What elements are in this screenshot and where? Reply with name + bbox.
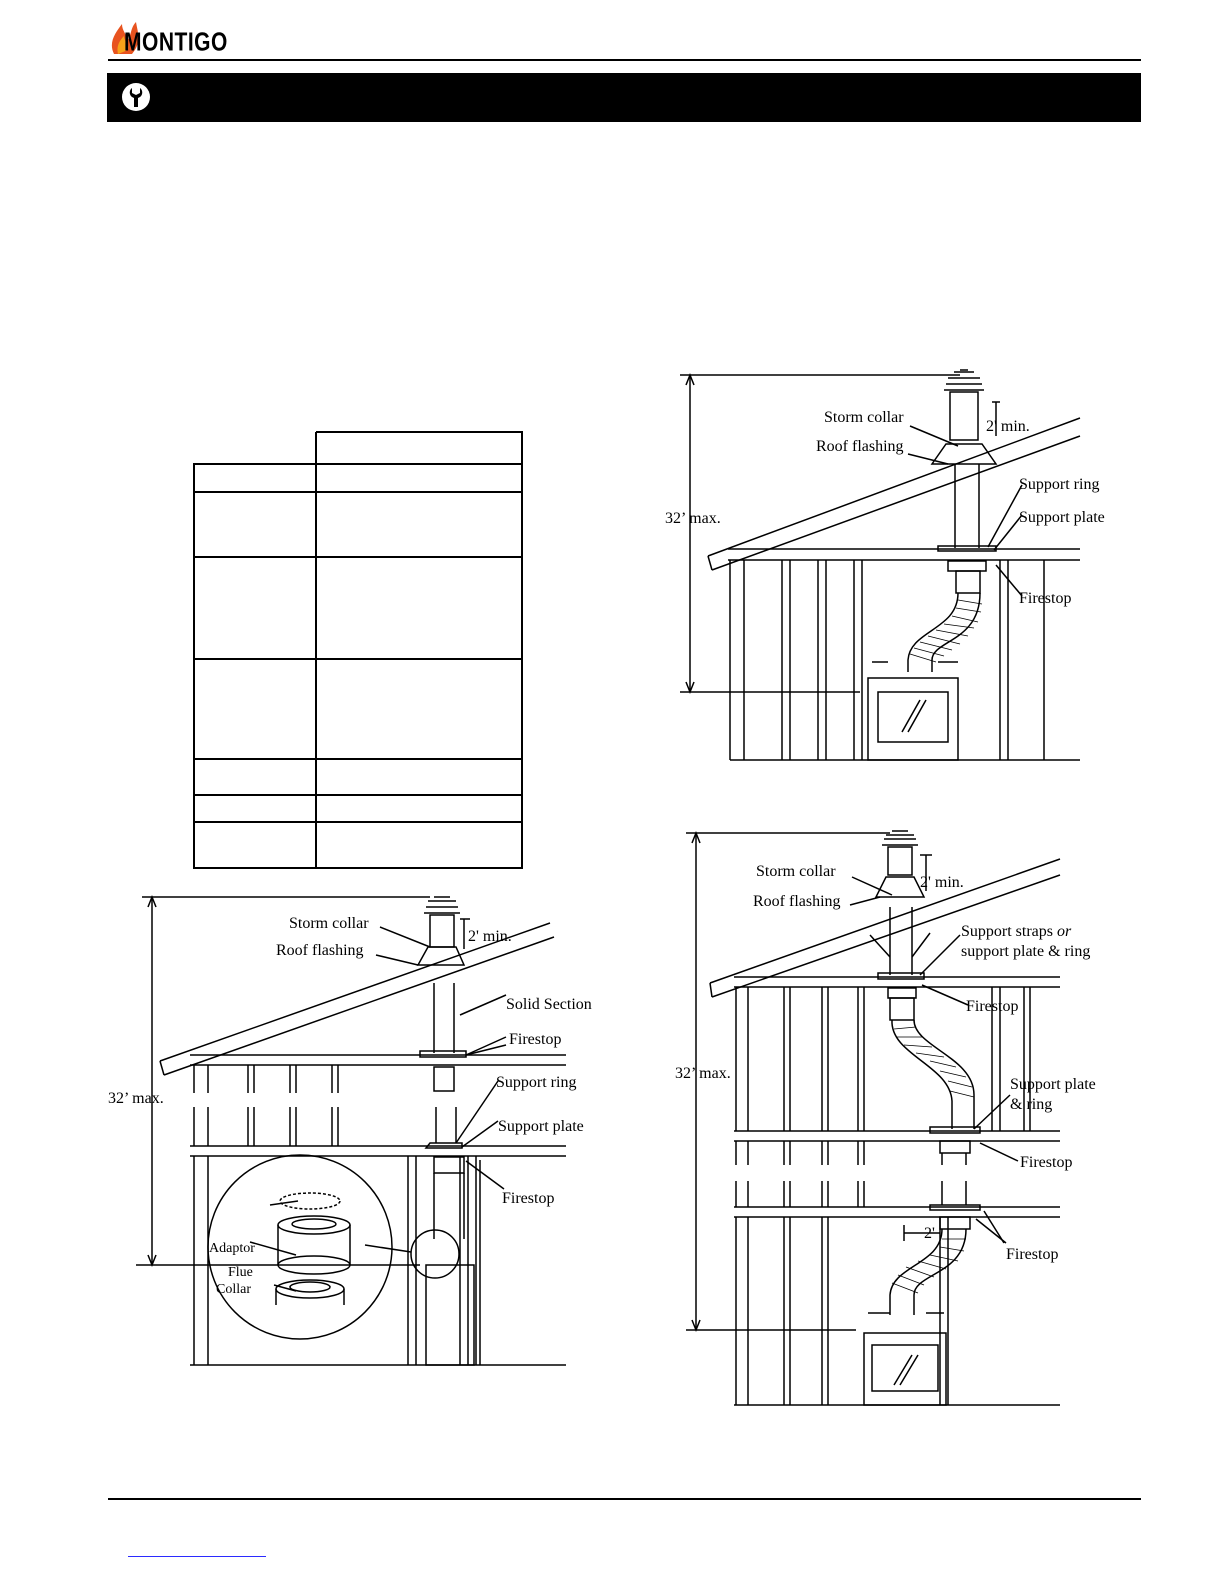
flue-collar-label-line1: Flue xyxy=(228,1265,253,1280)
figure-bottom-left: 32’ max. Storm collar Roof flashing 2' m… xyxy=(108,894,592,1366)
roof-flashing-label: Roof flashing xyxy=(816,438,904,455)
section-banner xyxy=(107,73,1141,122)
min-clearance-label: 2' min. xyxy=(986,418,1030,435)
firestop-bottom-label: Firestop xyxy=(502,1190,554,1207)
footer-link-underline[interactable] xyxy=(128,1556,266,1557)
brand-name: MONTIGO xyxy=(124,28,228,57)
support-straps-label-line2: support plate & ring xyxy=(961,943,1090,960)
support-plate-label: Support plate xyxy=(498,1118,584,1135)
offset-label: 2' xyxy=(924,1225,935,1242)
flue-collar-label-line2: Collar xyxy=(216,1282,251,1297)
support-ring-label: Support ring xyxy=(496,1074,576,1091)
header-divider xyxy=(108,59,1141,61)
flame-icon xyxy=(111,22,139,54)
min-clearance-label: 2' min. xyxy=(920,874,964,891)
adaptor-label: Adaptor xyxy=(209,1241,255,1256)
roof-flashing-label: Roof flashing xyxy=(276,942,364,959)
storm-collar-label: Storm collar xyxy=(756,863,836,880)
support-plate-label-line2: & ring xyxy=(1010,1096,1052,1113)
firestop-label-2: Firestop xyxy=(1020,1154,1072,1171)
firestop-top-label: Firestop xyxy=(509,1031,561,1048)
support-ring-label: Support ring xyxy=(1019,476,1099,493)
solid-section-label: Solid Section xyxy=(506,996,592,1013)
firestop-label: Firestop xyxy=(1019,590,1071,607)
storm-collar-label: Storm collar xyxy=(824,409,904,426)
wrench-icon xyxy=(122,83,150,111)
footer-divider xyxy=(108,1498,1141,1500)
support-plate-label: Support plate xyxy=(1019,509,1105,526)
roof-flashing-label: Roof flashing xyxy=(753,893,841,910)
firestop-label-1: Firestop xyxy=(966,998,1018,1015)
firestop-label-3: Firestop xyxy=(1006,1246,1058,1263)
height-label: 32’ max. xyxy=(665,510,721,527)
storm-collar-label: Storm collar xyxy=(289,915,369,932)
min-clearance-label: 2' min. xyxy=(468,928,512,945)
figure-top-right: 32’ max. Storm collar Roof flashing 2' m… xyxy=(665,369,1105,761)
support-plate-label-line1: Support plate xyxy=(1010,1076,1096,1093)
height-label: 32’ max. xyxy=(108,1090,164,1107)
figure-bottom-right: 32’ max. Storm collar Roof flashing 2' m… xyxy=(675,830,1096,1406)
height-label: 32’ max. xyxy=(675,1065,731,1082)
vent-table xyxy=(193,431,523,869)
support-straps-label-line1: Support straps or xyxy=(961,923,1072,940)
